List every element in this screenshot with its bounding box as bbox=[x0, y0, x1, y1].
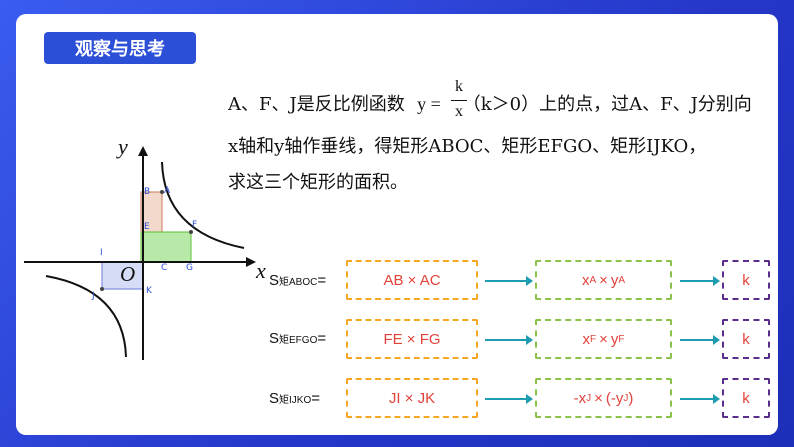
hyperbola-graph bbox=[24, 146, 256, 360]
arrow-1b bbox=[680, 276, 720, 286]
paragraph-line-3: 求这三个矩形的面积。 bbox=[228, 172, 408, 193]
line1-part-a: A、F、J是反比例函数 bbox=[228, 94, 405, 115]
label-point-c: C bbox=[161, 263, 168, 273]
function-y-eq: y = bbox=[417, 94, 441, 114]
label-point-e: E bbox=[144, 222, 150, 232]
section-title: 观察与思考 bbox=[44, 32, 196, 64]
label-point-i: I bbox=[100, 248, 103, 258]
slide-card: 观察与思考 A、F、J是反比例函数 y = （k＞0）上的点，过A、F、J分别向 k… bbox=[16, 14, 778, 435]
hyperbola-branch-right bbox=[161, 161, 245, 249]
y-axis-label: y bbox=[118, 134, 128, 159]
point-a bbox=[160, 190, 164, 194]
fraction-denominator: x bbox=[455, 103, 463, 120]
paragraph-line-2: x轴和y轴作垂线，得矩形ABOC、矩形EFGO、矩形IJKO， bbox=[228, 136, 707, 157]
area-label-ijko: S矩IJKO= bbox=[269, 390, 321, 407]
label-point-a: A bbox=[164, 186, 171, 196]
point-f bbox=[189, 230, 193, 234]
label-point-k: K bbox=[146, 286, 152, 296]
line1-part-c: （k＞0）上的点，过A、F、J分别向 bbox=[462, 94, 752, 115]
arrow-1a bbox=[485, 276, 533, 286]
area-label-efgo: S矩EFGO= bbox=[269, 330, 327, 347]
arrow-2b bbox=[680, 335, 720, 345]
rect-ijko bbox=[101, 261, 144, 290]
label-point-b: B bbox=[144, 187, 151, 197]
arrow-2a bbox=[485, 335, 533, 345]
x-axis-label: x bbox=[256, 258, 266, 283]
expr-box-ijko: JI × JK bbox=[346, 378, 478, 418]
fraction-numerator: k bbox=[455, 78, 463, 95]
result-box-efgo: k bbox=[722, 319, 770, 359]
fraction-bar bbox=[451, 100, 467, 101]
y-axis-arrow bbox=[138, 146, 148, 156]
paragraph-line-1: A、F、J是反比例函数 y = （k＞0）上的点，过A、F、J分别向 bbox=[228, 90, 768, 116]
hyperbola-branch-left bbox=[45, 275, 127, 358]
result-box-ijko: k bbox=[722, 378, 770, 418]
label-point-f: F bbox=[192, 220, 198, 230]
arrow-3a bbox=[485, 394, 533, 404]
rect-efgo bbox=[140, 231, 192, 263]
label-point-j: J bbox=[92, 291, 95, 301]
arrow-3b bbox=[680, 394, 720, 404]
expr-box-efgo: FE × FG bbox=[346, 319, 478, 359]
expr-box-aboc: AB × AC bbox=[346, 260, 478, 300]
result-box-aboc: k bbox=[722, 260, 770, 300]
x-axis-arrow bbox=[246, 257, 256, 267]
area-label-aboc: S矩ABOC= bbox=[269, 272, 327, 289]
label-point-g: G bbox=[186, 263, 193, 273]
origin-label: O bbox=[120, 262, 136, 286]
point-j bbox=[100, 287, 104, 291]
